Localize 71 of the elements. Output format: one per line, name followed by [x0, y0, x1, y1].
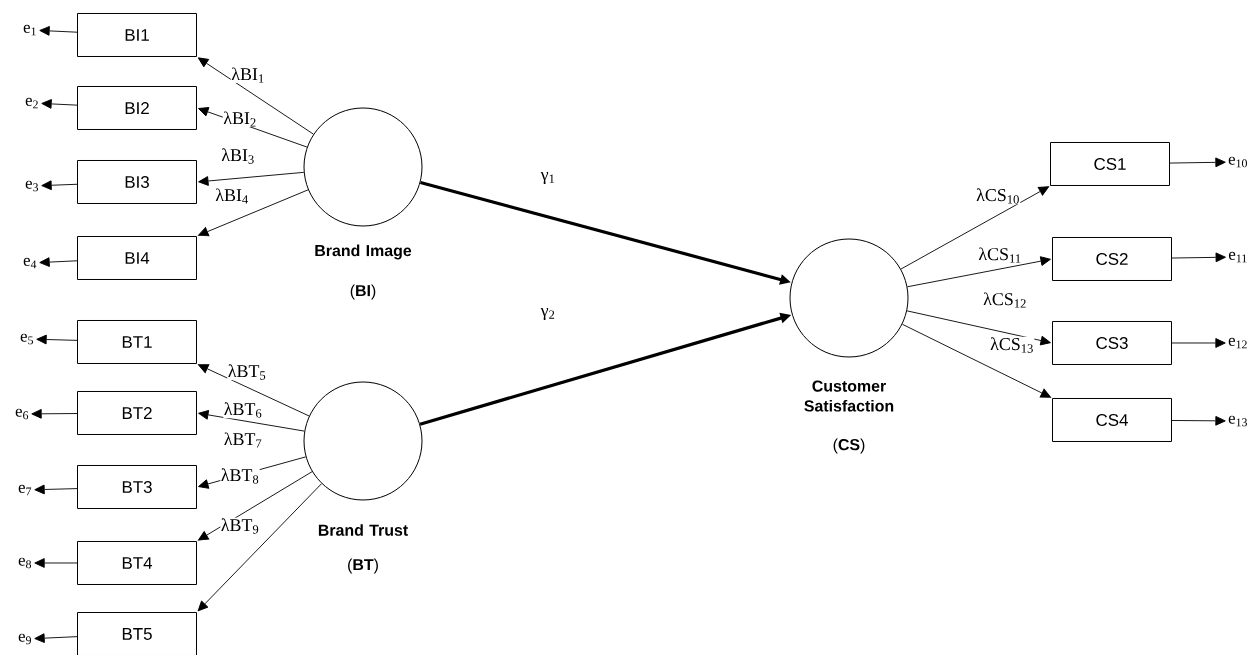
arrow: [1169, 157, 1226, 168]
arrow: [39, 257, 78, 267]
arrow: [39, 26, 78, 36]
edge-label: λBT$_{8}$: [220, 467, 260, 485]
error-term: e$_{5}$: [20, 333, 33, 345]
indicator-box: BT5: [77, 612, 197, 655]
arrow: [906, 256, 1051, 288]
indicator-box: CS4: [1052, 398, 1172, 442]
latent-label: Customer Satisfaction: [804, 380, 894, 412]
error-term: e$_{9}$: [18, 633, 31, 645]
edge-label: γ$_{2}$: [540, 307, 556, 321]
indicator-box: BI1: [77, 13, 197, 57]
indicator-box: CS3: [1052, 321, 1172, 365]
arrow: [41, 99, 78, 109]
edge-label: λCS$_{11}$: [977, 246, 1023, 264]
edge-label: λCS$_{10}$: [975, 187, 1021, 205]
edge-label: λBI$_{1}$: [230, 66, 266, 84]
indicator-box: BT1: [77, 320, 197, 364]
edge-label: λBI$_{2}$: [222, 110, 258, 128]
error-term: e$_{4}$: [23, 257, 37, 269]
arrow: [198, 189, 309, 237]
indicator-box: BT2: [77, 391, 197, 435]
arrow: [197, 57, 314, 135]
latent-label: (BI): [350, 284, 376, 300]
arrow: [41, 180, 78, 191]
error-term: e$_{8}$: [18, 557, 32, 569]
arrow: [1171, 338, 1226, 348]
latent-label: (CS): [833, 438, 865, 454]
indicator-box: CS2: [1052, 237, 1172, 281]
indicator-box: CS1: [1050, 142, 1170, 186]
arrow: [1171, 415, 1226, 426]
arrow: [198, 410, 305, 432]
edge-label: γ$_{1}$: [540, 171, 556, 185]
arrow: [901, 323, 1052, 398]
error-term: e$_{10}$: [1228, 156, 1247, 168]
arrow: [34, 633, 78, 643]
edge-label: λBT$_{6}$: [223, 401, 263, 419]
error-term: e$_{2}$: [25, 97, 38, 109]
arrow: [34, 558, 78, 568]
indicator-box: BI4: [77, 236, 197, 280]
error-term: e$_{3}$: [25, 180, 38, 192]
indicator-box: BT3: [77, 465, 197, 509]
edge-label: λBT$_{9}$: [220, 517, 260, 535]
error-term: e$_{13}$: [1228, 415, 1247, 427]
arrow: [36, 334, 78, 345]
arrow: [906, 310, 1051, 346]
arrow: [31, 408, 78, 419]
arrow: [198, 171, 305, 186]
error-term: e$_{11}$: [1228, 251, 1247, 263]
latent-label: Brand Trust: [318, 524, 408, 536]
latent-label: (BT): [348, 558, 378, 574]
edge-label: λCS$_{12}$: [982, 291, 1028, 309]
indicator-box: BI2: [77, 86, 197, 130]
indicator-box: BI3: [77, 160, 197, 204]
indicator-box: BT4: [77, 541, 197, 585]
arrow: [34, 484, 78, 495]
arrow: [1171, 252, 1226, 263]
edge-label: λCS$_{13}$: [989, 336, 1035, 354]
arrow: [198, 364, 310, 417]
latent-label: Brand Image: [315, 244, 412, 260]
error-term: e$_{7}$: [18, 484, 32, 496]
arrow: [900, 186, 1050, 270]
arrow: [197, 483, 322, 612]
error-term: e$_{12}$: [1228, 337, 1247, 349]
error-term: e$_{1}$: [23, 24, 36, 36]
edge-label: λBI$_{4}$: [214, 187, 250, 205]
arrow: [197, 471, 313, 541]
edge-label: λBI$_{3}$: [220, 147, 256, 165]
error-term: e$_{6}$: [15, 408, 29, 420]
edge-label: λBT$_{7}$: [223, 431, 263, 449]
edge-label: λBT$_{5}$: [227, 363, 267, 381]
